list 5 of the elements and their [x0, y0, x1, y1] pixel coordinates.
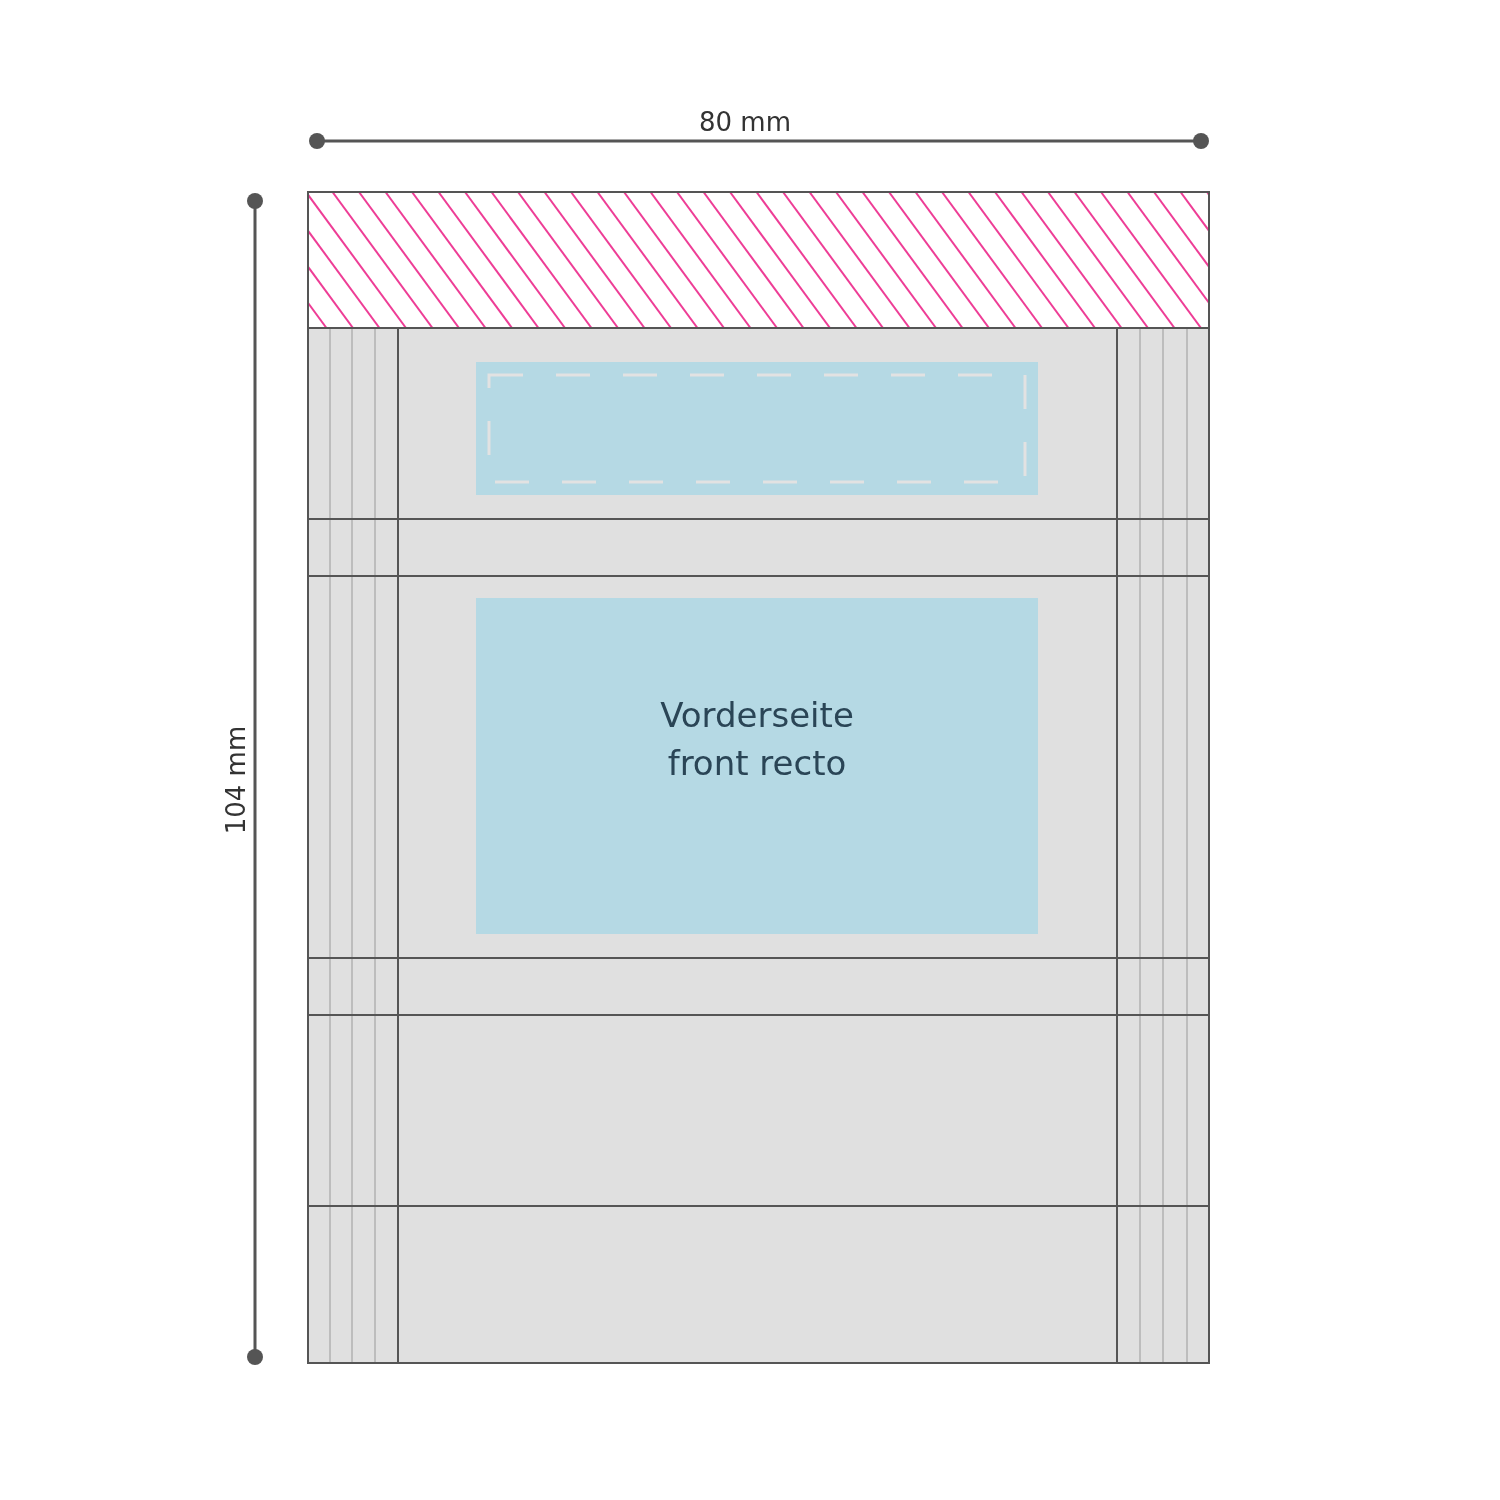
print-area [476, 598, 1038, 934]
dimension-label: 80 mm [699, 107, 791, 137]
print-area [476, 362, 1038, 495]
print-area-label: Vorderseite front recto [659, 694, 855, 785]
dimension-label: 104 mm [220, 725, 251, 835]
